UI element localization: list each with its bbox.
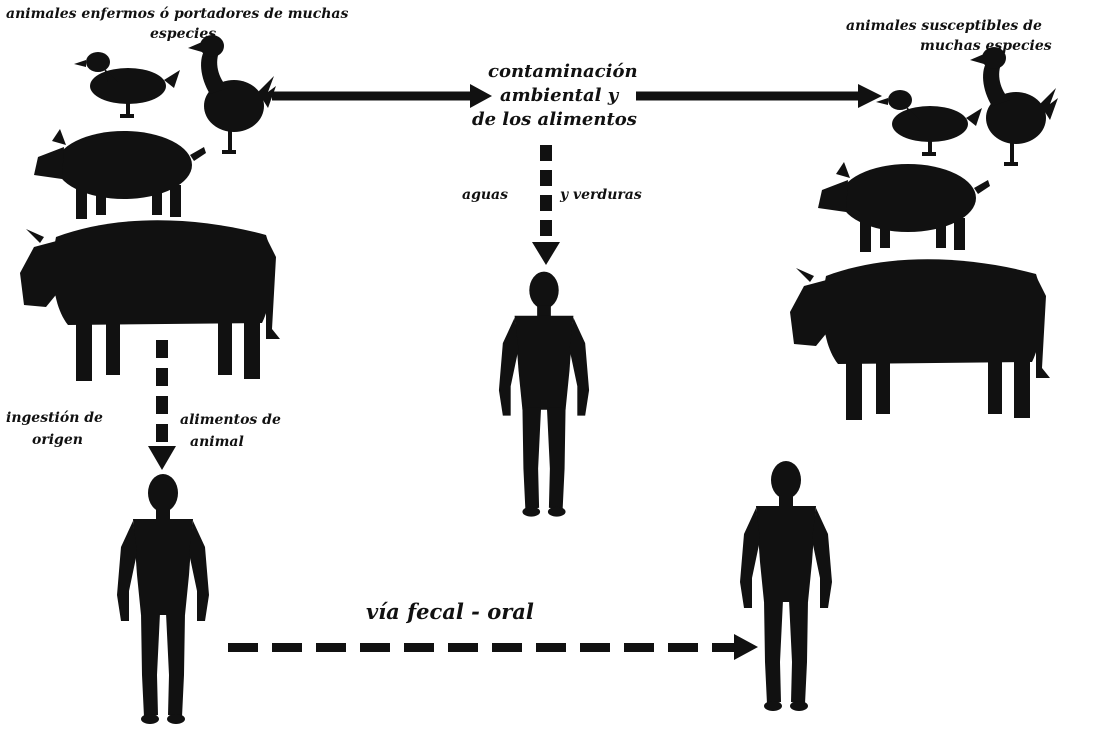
arrow-to-contamination <box>272 84 492 108</box>
duck-icon <box>876 90 982 156</box>
human-figure-icon <box>499 272 589 517</box>
animal-food-label-line1: alimentos de <box>180 412 281 428</box>
susceptible-animals-label-line1: animales susceptibles de <box>846 18 1042 34</box>
ingestion-label-line1: ingestión de <box>6 410 103 426</box>
pig-icon <box>818 162 990 252</box>
dashed-arrow-fecal-oral <box>228 634 758 660</box>
human-figure-icon <box>117 474 209 724</box>
goose-icon <box>970 47 1058 166</box>
dashed-arrow-water-vegetables <box>532 145 560 265</box>
water-label: aguas <box>462 187 508 203</box>
ingestion-label-line2: origen <box>32 432 83 448</box>
contamination-label-line3: de los alimentos <box>472 110 637 131</box>
cow-icon <box>790 259 1050 420</box>
contamination-label-line1: contaminación <box>488 62 638 83</box>
susceptible-animals-label-line2: muchas especies <box>920 38 1052 54</box>
arrow-to-susceptible-animals <box>636 84 882 108</box>
fecal-oral-label: vía fecal - oral <box>366 600 534 624</box>
contamination-label-line2: ambiental y <box>500 86 618 107</box>
source-animals-label-line2: especies <box>150 26 216 42</box>
vegetables-label: y verduras <box>560 187 642 203</box>
duck-icon <box>74 52 180 118</box>
goose-icon <box>188 35 276 154</box>
source-animals-label-line1: animales enfermos ó portadores de muchas <box>6 6 348 22</box>
cow-icon <box>20 220 280 381</box>
pig-icon <box>34 129 206 219</box>
animal-food-label-line2: animal <box>190 434 244 450</box>
dashed-arrow-animal-food-ingestion <box>148 340 176 470</box>
human-figure-icon <box>740 461 832 711</box>
